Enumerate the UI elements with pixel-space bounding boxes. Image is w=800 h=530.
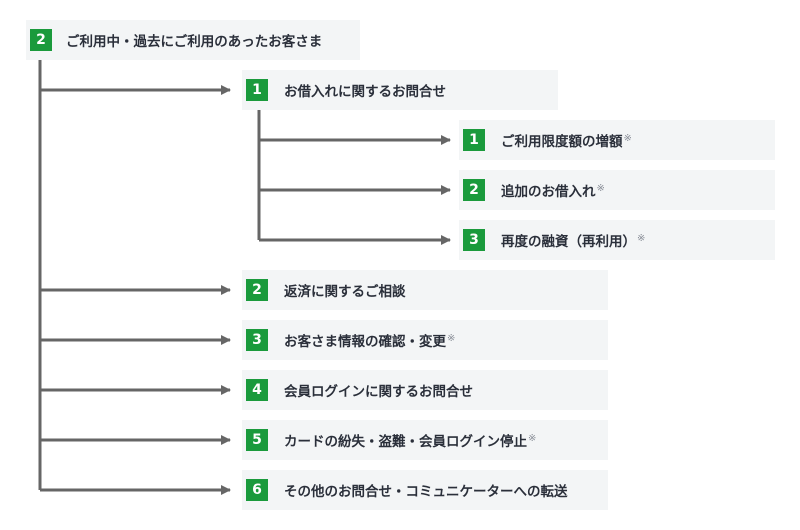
menu-item-5-badge: 5 — [246, 429, 268, 451]
menu-item-6[interactable]: 6 その他のお問合せ・コミュニケーターへの転送 — [242, 470, 608, 510]
menu-item-4-badge: 4 — [246, 379, 268, 401]
submenu-item-3-badge: 3 — [463, 229, 485, 251]
submenu-item-1-label: ご利用限度額の増額※ — [501, 132, 632, 151]
submenu-item-3-label: 再度の融資（再利用）※ — [501, 232, 646, 251]
root-label: ご利用中・過去にご利用のあったお客さま — [66, 34, 323, 50]
submenu-item-3[interactable]: 3 再度の融資（再利用）※ — [459, 220, 775, 260]
submenu-item-1[interactable]: 1 ご利用限度額の増額※ — [459, 120, 775, 160]
submenu-item-2[interactable]: 2 追加のお借入れ※ — [459, 170, 775, 210]
menu-item-4[interactable]: 4 会員ログインに関するお問合せ — [242, 370, 608, 410]
menu-item-2-label: 返済に関するご相談 — [284, 284, 406, 300]
menu-item-6-label: その他のお問合せ・コミュニケーターへの転送 — [284, 484, 568, 500]
root-node: 2 ご利用中・過去にご利用のあったお客さま — [26, 20, 360, 60]
submenu-item-1-badge: 1 — [463, 129, 485, 151]
submenu-item-2-badge: 2 — [463, 179, 485, 201]
menu-item-5-label: カードの紛失・盗難・会員ログイン停止※ — [284, 432, 537, 451]
menu-item-1[interactable]: 1 お借入れに関するお問合せ — [242, 70, 558, 110]
menu-item-3-label: お客さま情報の確認・変更※ — [284, 332, 456, 351]
menu-item-5[interactable]: 5 カードの紛失・盗難・会員ログイン停止※ — [242, 420, 608, 460]
menu-item-2[interactable]: 2 返済に関するご相談 — [242, 270, 608, 310]
menu-item-6-badge: 6 — [246, 479, 268, 501]
submenu-item-2-label: 追加のお借入れ※ — [501, 182, 605, 201]
menu-item-1-badge: 1 — [246, 79, 268, 101]
menu-item-4-label: 会員ログインに関するお問合せ — [284, 384, 473, 400]
menu-item-3[interactable]: 3 お客さま情報の確認・変更※ — [242, 320, 608, 360]
menu-item-1-label: お借入れに関するお問合せ — [284, 84, 446, 100]
menu-item-2-badge: 2 — [246, 279, 268, 301]
menu-item-3-badge: 3 — [246, 329, 268, 351]
root-number-badge: 2 — [30, 29, 52, 51]
